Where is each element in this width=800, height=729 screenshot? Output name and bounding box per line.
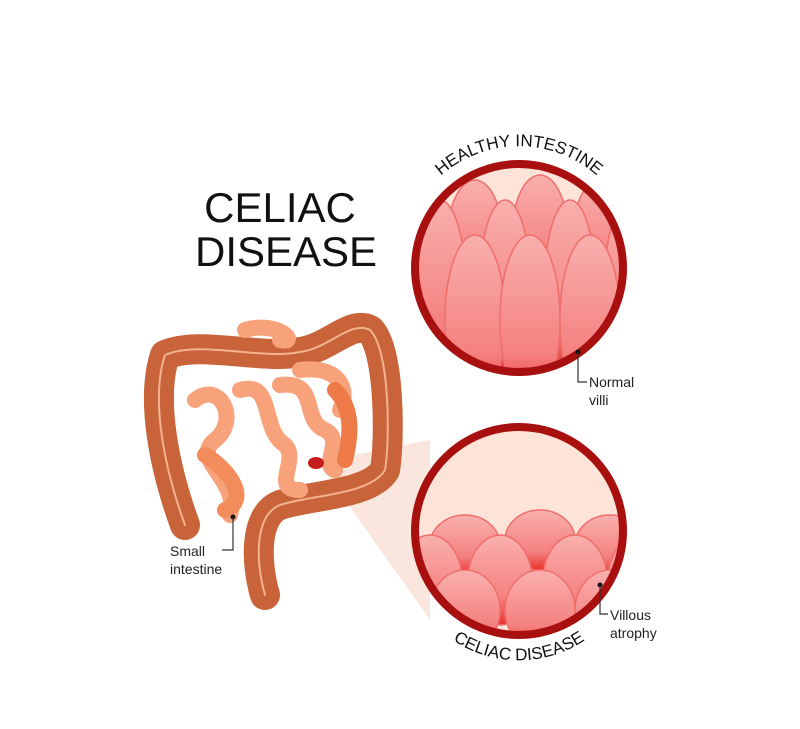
- title-line-1: CELIAC: [204, 184, 356, 231]
- villous-atrophy-label-line-1: Villous: [610, 607, 651, 623]
- small-intestine-label-line-2: intestine: [170, 561, 222, 577]
- small-intestine: [187, 319, 358, 523]
- page-title: CELIAC DISEASE: [195, 184, 378, 275]
- celiac-intestine-panel: CELIAC DISEASE Villous atrophy: [411, 423, 657, 664]
- villous-atrophy-label-line-2: atrophy: [610, 625, 657, 641]
- small-intestine-label-line-1: Small: [170, 543, 205, 559]
- title-line-2: DISEASE: [195, 228, 378, 275]
- normal-villi-label-line-2: villi: [589, 392, 608, 408]
- healthy-intestine-panel: HEALTHY INTESTINE Normal villi: [411, 131, 634, 408]
- lesion-spot: [308, 457, 324, 469]
- normal-villi-label-line-1: Normal: [589, 374, 634, 390]
- large-intestine: [143, 313, 403, 610]
